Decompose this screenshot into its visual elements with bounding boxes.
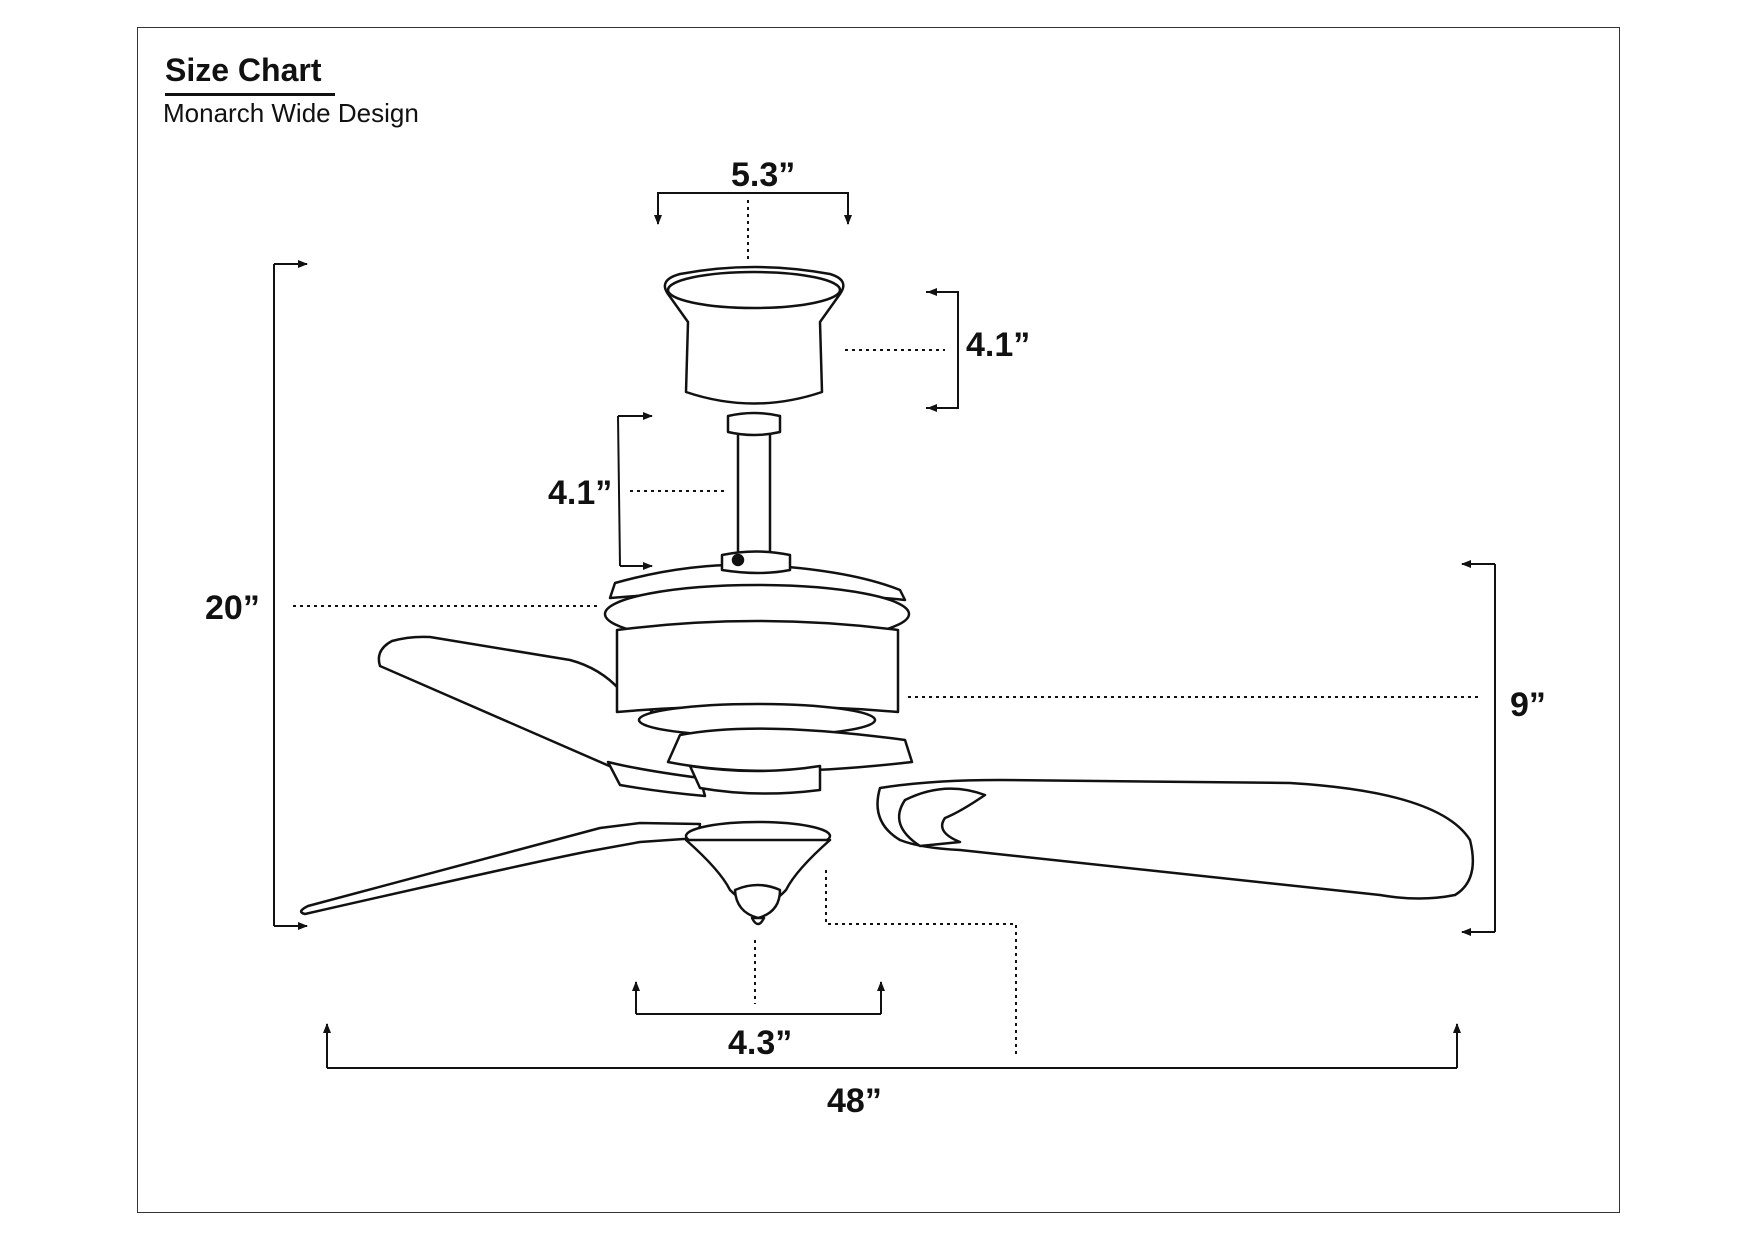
- motor-lower-ring: [666, 727, 914, 773]
- downrod-length-label: 4.1”: [548, 474, 613, 512]
- dimension-lines: [273, 192, 1496, 1069]
- light-kit-width-label: 4.3”: [728, 1024, 793, 1062]
- downrod: [736, 420, 772, 558]
- blade-back-left: [299, 821, 702, 916]
- blade-span-label: 48”: [827, 1082, 882, 1120]
- canopy-width-label: 5.3”: [731, 156, 796, 194]
- overall-height-label: 20”: [205, 589, 260, 627]
- motor-height-label: 9”: [1510, 686, 1546, 724]
- page-subtitle: Monarch Wide Design: [163, 98, 419, 128]
- blade-right: [876, 778, 1475, 900]
- light-kit-finial: [733, 883, 782, 920]
- blade-left: [377, 635, 757, 794]
- diagram-frame: [137, 27, 1620, 1213]
- ceiling-fan: [299, 265, 1475, 926]
- motor-body: [615, 619, 900, 714]
- canopy-height-label: 4.1”: [966, 326, 1031, 364]
- page-title: Size Chart: [165, 52, 336, 96]
